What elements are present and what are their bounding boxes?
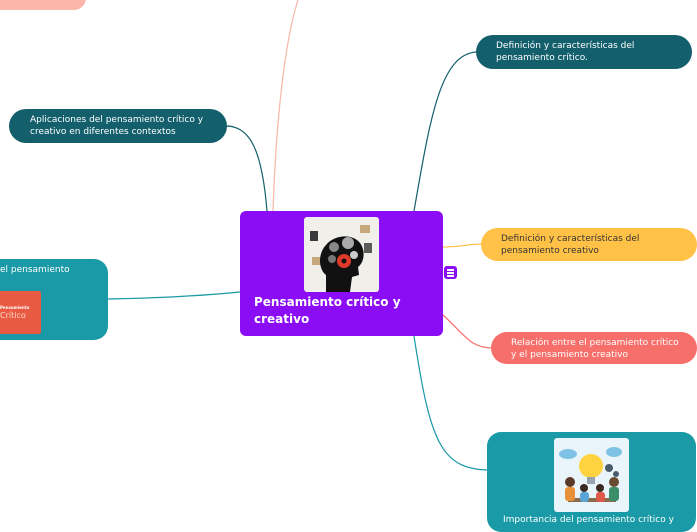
image-caption-small: Pensamiento xyxy=(0,305,30,310)
topic-label: Relación entre el pensamiento crítico y … xyxy=(511,338,679,360)
topic-definicion-creativo[interactable]: Definición y características del pensami… xyxy=(481,228,697,261)
link-aplicaciones xyxy=(225,125,268,212)
pensamiento-critico-image: Pensamiento Crítico xyxy=(0,291,41,334)
connector-lines xyxy=(107,0,494,471)
link-relacion xyxy=(442,314,494,349)
head-with-gears-icon xyxy=(304,217,379,292)
topic-label: Definición y características del pensami… xyxy=(496,41,635,63)
topic-top-left-partial[interactable] xyxy=(0,0,86,10)
topic-label: el pensamiento xyxy=(0,265,70,275)
topic-label: Importancia del pensamiento crítico y xyxy=(503,515,674,525)
lightbulb-teamwork-icon xyxy=(554,438,629,512)
topic-relacion[interactable]: Relación entre el pensamiento crítico y … xyxy=(491,332,697,364)
topic-label: Aplicaciones del pensamiento crítico y c… xyxy=(30,115,204,137)
topic-aplicaciones[interactable]: Aplicaciones del pensamiento crítico y c… xyxy=(9,109,227,143)
link-definicion-creativo xyxy=(442,243,484,248)
topic-definicion-critico[interactable]: Definición y características del pensami… xyxy=(476,35,692,69)
central-topic-title: Pensamiento crítico y creativo xyxy=(254,295,401,326)
link-top-partial xyxy=(272,0,299,212)
topic-importancia[interactable]: Importancia del pensamiento crítico y xyxy=(487,432,696,532)
image-caption: Crítico xyxy=(0,311,26,320)
central-topic[interactable]: Pensamiento crítico y creativo xyxy=(240,211,443,336)
link-importancia xyxy=(413,335,491,471)
link-left-partial xyxy=(107,291,241,300)
topic-label: Definición y características del pensami… xyxy=(501,234,640,256)
link-definicion-critico xyxy=(413,51,479,212)
notes-icon[interactable] xyxy=(444,266,457,279)
topic-left-partial[interactable]: el pensamiento Pensamiento Crítico xyxy=(0,259,108,340)
